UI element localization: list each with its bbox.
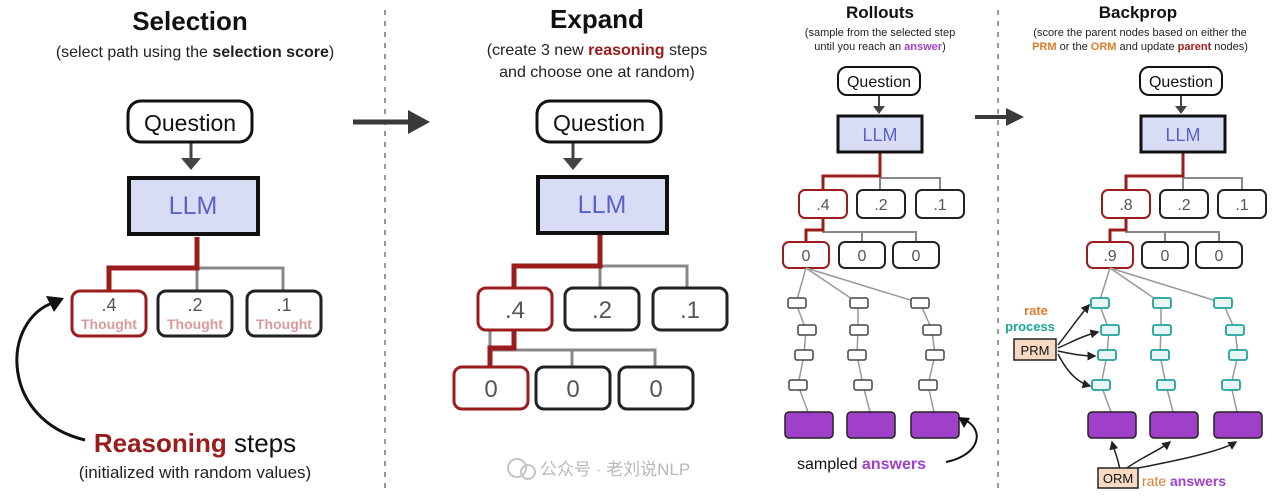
new-step-node xyxy=(1195,241,1243,269)
question-node xyxy=(837,66,921,96)
svg-text:.2: .2 xyxy=(874,197,887,214)
svg-text:Question: Question xyxy=(1149,74,1213,91)
svg-text:0: 0 xyxy=(858,248,867,265)
arrow-rollouts-to-backprop xyxy=(975,108,1024,126)
svg-text:PRM: PRM xyxy=(1021,343,1050,358)
expand-panel: Expand (create 3 new reasoning steps and… xyxy=(452,4,729,411)
new-step-node xyxy=(892,241,940,269)
backprop-panel: Backprop (score the parent nodes based o… xyxy=(1005,3,1267,489)
svg-text:Question: Question xyxy=(553,110,645,136)
question-label: Question xyxy=(144,110,236,136)
expand-title: Expand xyxy=(550,4,644,34)
thought-node xyxy=(245,289,323,338)
llm-node xyxy=(1139,114,1227,154)
svg-text:0: 0 xyxy=(912,248,921,265)
new-step-node xyxy=(617,365,695,411)
scored-steps xyxy=(1090,297,1248,391)
step-node-selected xyxy=(798,189,848,219)
llm-node xyxy=(536,175,669,235)
curved-arrow-icon xyxy=(15,300,86,442)
svg-text:.1: .1 xyxy=(1235,197,1248,214)
rate-label: rate xyxy=(1024,303,1048,318)
reasoning-steps-subtitle: (initialized with random values) xyxy=(79,463,311,482)
svg-text:.1: .1 xyxy=(276,295,291,315)
svg-text:Thought: Thought xyxy=(256,316,312,332)
arrow-selection-to-expand xyxy=(353,110,430,134)
thought-node xyxy=(156,289,234,338)
rollouts-title: Rollouts xyxy=(846,3,914,22)
expand-subtitle-1: (create 3 new reasoning steps xyxy=(487,42,708,59)
expand-subtitle-2: and choose one at random) xyxy=(499,64,695,81)
svg-text:Thought: Thought xyxy=(81,316,137,332)
selection-subtitle: (select path using the selection score) xyxy=(56,44,334,61)
svg-text:0: 0 xyxy=(1215,248,1224,265)
svg-text:.2: .2 xyxy=(187,295,202,315)
svg-text:.4: .4 xyxy=(816,197,829,214)
question-node xyxy=(1139,66,1223,96)
svg-text:0: 0 xyxy=(649,376,662,403)
wechat-icon xyxy=(507,458,527,478)
svg-text:.2: .2 xyxy=(592,297,612,324)
backprop-subtitle-1: (score the parent nodes based on either … xyxy=(1033,27,1246,39)
selection-title: Selection xyxy=(132,6,248,36)
rate-answers-label: rate answers xyxy=(1142,473,1226,489)
llm-label: LLM xyxy=(169,192,218,220)
prm-box xyxy=(1013,338,1057,361)
step-node xyxy=(856,189,906,219)
rollout-steps xyxy=(787,297,945,391)
rollouts-panel: Rollouts (sample from the selected step … xyxy=(782,3,978,473)
svg-text:ORM: ORM xyxy=(1103,471,1133,486)
orm-arrows xyxy=(1109,440,1238,471)
svg-text:.8: .8 xyxy=(1119,197,1132,214)
new-step-node xyxy=(838,241,886,269)
rollouts-subtitle-1: (sample from the selected step xyxy=(805,27,955,39)
svg-text:LLM: LLM xyxy=(578,191,627,219)
svg-text:LLM: LLM xyxy=(862,125,897,145)
svg-text:.1: .1 xyxy=(680,297,700,324)
new-step-node-selected xyxy=(452,365,530,411)
svg-text:Thought: Thought xyxy=(167,316,223,332)
step-node xyxy=(563,286,641,332)
prm-arrows xyxy=(1057,303,1100,389)
thought-node-selected xyxy=(70,289,148,338)
reasoning-steps-label: Reasoning steps xyxy=(94,428,296,458)
svg-text:.1: .1 xyxy=(933,197,946,214)
step-node xyxy=(1159,189,1209,219)
step-node-selected xyxy=(1101,189,1151,219)
svg-text:.9: .9 xyxy=(1103,248,1116,265)
question-node xyxy=(126,99,254,144)
step-node xyxy=(651,286,729,332)
watermark: 公众号 · 老刘说NLP xyxy=(507,458,690,480)
backprop-title: Backprop xyxy=(1099,3,1177,22)
svg-text:.4: .4 xyxy=(101,295,116,315)
svg-text:.2: .2 xyxy=(1177,197,1190,214)
svg-text:公众号 · 老刘说NLP: 公众号 · 老刘说NLP xyxy=(540,460,690,479)
svg-text:Question: Question xyxy=(847,74,911,91)
step-node-selected xyxy=(476,286,554,332)
step-node xyxy=(915,189,965,219)
process-label: process xyxy=(1005,319,1055,334)
step-node xyxy=(1217,189,1267,219)
answer-nodes xyxy=(784,411,960,439)
llm-node xyxy=(127,176,260,236)
orm-box xyxy=(1097,467,1139,489)
new-step-node xyxy=(534,365,612,411)
svg-text:.4: .4 xyxy=(505,297,525,324)
answer-nodes xyxy=(1087,411,1263,439)
svg-text:0: 0 xyxy=(802,248,811,265)
rollouts-subtitle-2: until you reach an answer) xyxy=(814,41,945,53)
svg-text:0: 0 xyxy=(484,376,497,403)
curved-arrow-icon xyxy=(945,419,978,463)
svg-text:LLM: LLM xyxy=(1165,125,1200,145)
backprop-subtitle-2: PRM or the ORM and update parent nodes) xyxy=(1032,41,1248,53)
sampled-answers-label: sampled answers xyxy=(797,456,926,473)
svg-text:0: 0 xyxy=(1161,248,1170,265)
svg-text:0: 0 xyxy=(566,376,579,403)
selection-panel: Selection (select path using the selecti… xyxy=(15,6,334,482)
llm-node xyxy=(836,114,924,154)
new-step-node xyxy=(1141,241,1189,269)
question-node xyxy=(535,99,663,144)
